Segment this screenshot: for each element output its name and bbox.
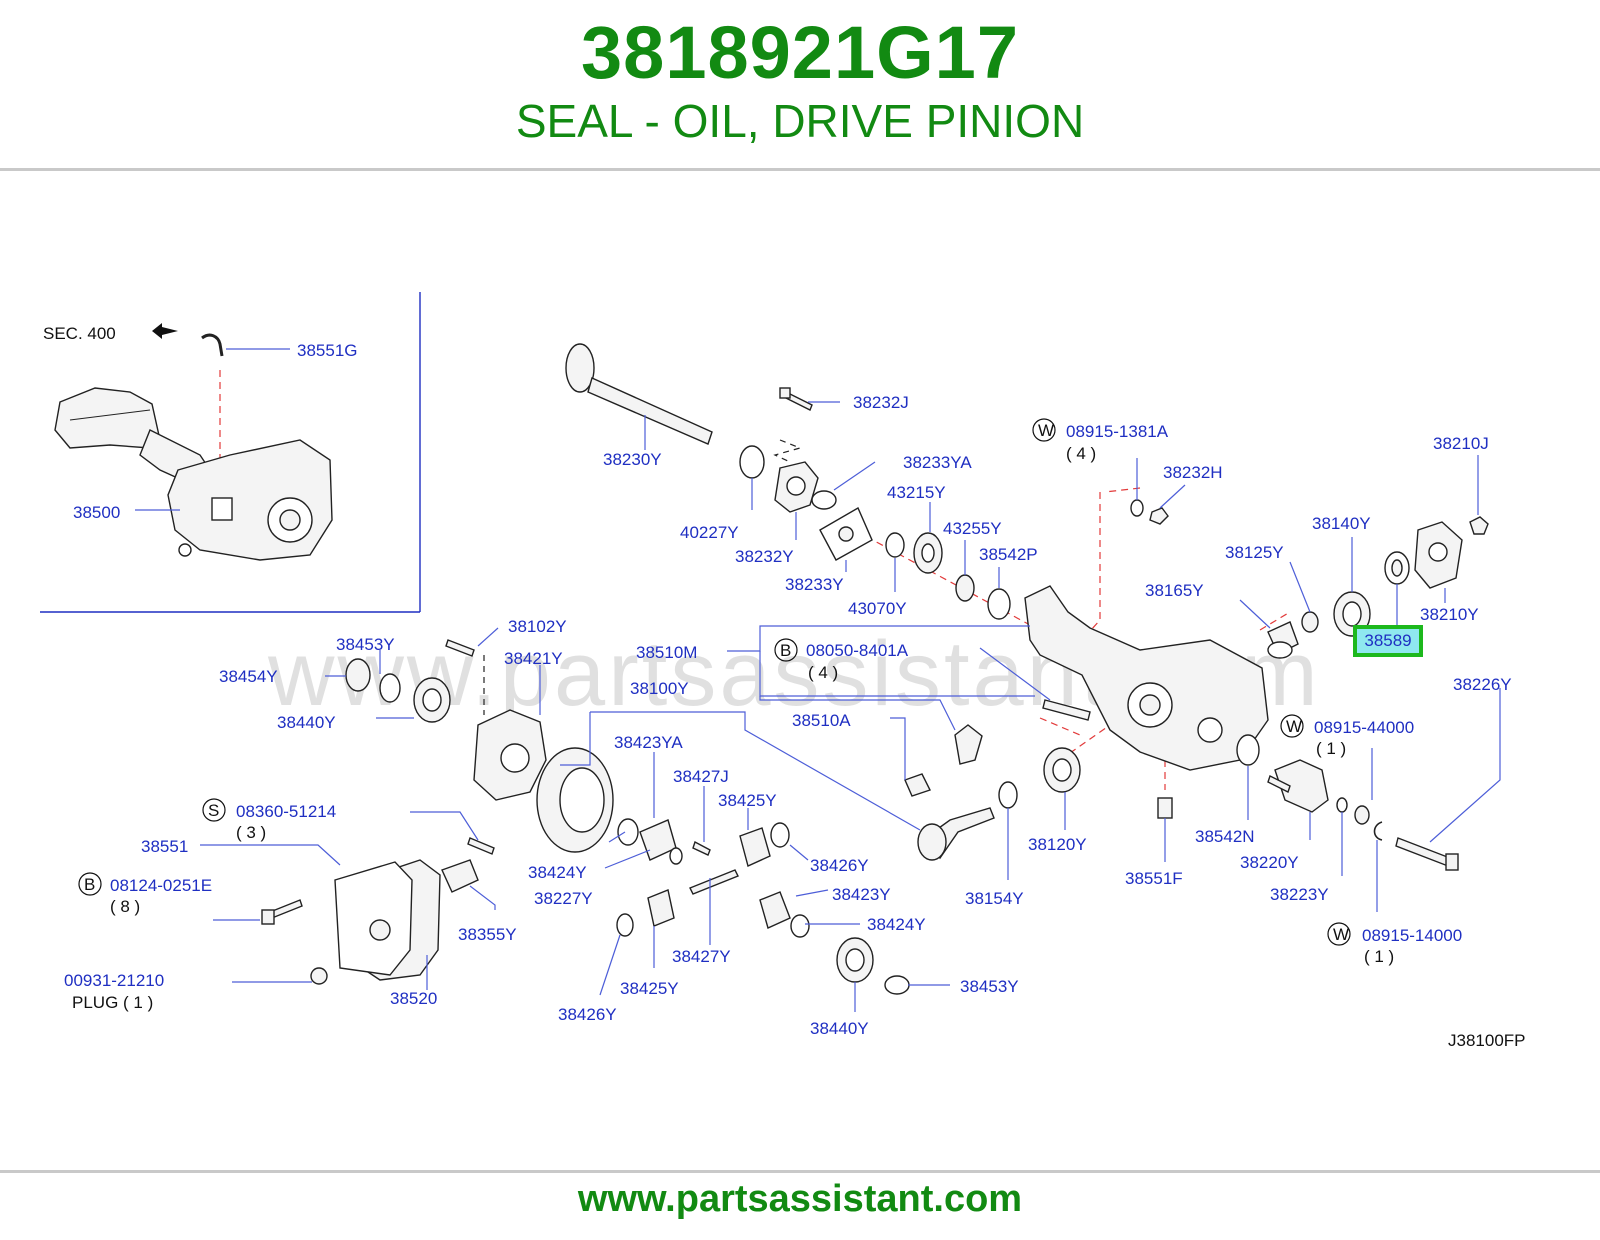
part-label-08915-44000[interactable]: 08915-44000 [1314, 718, 1414, 737]
part-label-38233YA[interactable]: 38233YA [903, 453, 972, 472]
part-label-38102Y[interactable]: 38102Y [508, 617, 567, 636]
part-label-38542P[interactable]: 38542P [979, 545, 1038, 564]
part-label-38210Y[interactable]: 38210Y [1420, 605, 1479, 624]
part-label-38426Y-lower[interactable]: 38426Y [558, 1005, 617, 1024]
leader-lines [200, 401, 1501, 1012]
part-label-38425Y-upper[interactable]: 38425Y [718, 791, 777, 810]
part-label-38440Y-lower[interactable]: 38440Y [810, 1019, 869, 1038]
part-label-38453Y-upper[interactable]: 38453Y [336, 635, 395, 654]
qty-08124-0251E: ( 8 ) [110, 897, 140, 916]
plug-qty-label: PLUG ( 1 ) [72, 993, 153, 1012]
part-label-38427J[interactable]: 38427J [673, 767, 729, 786]
part-label-38210J[interactable]: 38210J [1433, 434, 1489, 453]
badge-w-icon: W [1333, 925, 1349, 944]
part-label-38233Y[interactable]: 38233Y [785, 575, 844, 594]
part-label-38100Y[interactable]: 38100Y [630, 679, 689, 698]
breather-hose-icon [201, 333, 224, 357]
part-label-38551F[interactable]: 38551F [1125, 869, 1183, 888]
badge-b-icon: B [84, 875, 95, 894]
part-label-38425Y-lower[interactable]: 38425Y [620, 979, 679, 998]
badge-s-icon: S [208, 801, 219, 820]
part-label-38232Y[interactable]: 38232Y [735, 547, 794, 566]
part-label-08360-51214[interactable]: 08360-51214 [236, 802, 336, 821]
part-label-43255Y[interactable]: 43255Y [943, 519, 1002, 538]
part-label-38453Y-lower[interactable]: 38453Y [960, 977, 1019, 996]
part-name-subtitle: SEAL - OIL, DRIVE PINION [515, 95, 1085, 147]
part-label-40227Y[interactable]: 40227Y [680, 523, 739, 542]
part-label-38520[interactable]: 38520 [390, 989, 437, 1008]
footer-divider [0, 1170, 1600, 1173]
part-label-08124-0251E[interactable]: 08124-0251E [110, 876, 212, 895]
part-label-38120Y[interactable]: 38120Y [1028, 835, 1087, 854]
part-label-38232J[interactable]: 38232J [853, 393, 909, 412]
part-label-38426Y-upper[interactable]: 38426Y [810, 856, 869, 875]
axle-assembly-inset-icon [54, 387, 333, 561]
site-url-footer[interactable]: www.partsassistant.com [577, 1178, 1023, 1220]
part-label-38427Y[interactable]: 38427Y [672, 947, 731, 966]
part-label-38510A[interactable]: 38510A [792, 711, 851, 730]
part-label-38227Y[interactable]: 38227Y [534, 889, 593, 908]
badge-w-icon: W [1038, 421, 1054, 440]
part-drawings [261, 343, 1489, 995]
part-label-43070Y[interactable]: 43070Y [848, 599, 907, 618]
part-label-38500[interactable]: 38500 [73, 503, 120, 522]
part-label-38220Y[interactable]: 38220Y [1240, 853, 1299, 872]
part-label-38230Y[interactable]: 38230Y [603, 450, 662, 469]
part-labels: 38230Y 38232J 38233YA 40227Y 38232Y 4321… [64, 393, 1526, 1050]
part-label-38424Y-upper[interactable]: 38424Y [528, 863, 587, 882]
diagram-code: J38100FP [1448, 1031, 1526, 1050]
qty-08360-51214: ( 3 ) [236, 823, 266, 842]
arrow-icon [152, 323, 178, 339]
part-label-38421Y[interactable]: 38421Y [504, 649, 563, 668]
qty-08915-14000: ( 1 ) [1364, 947, 1394, 966]
badge-b-icon: B [780, 641, 791, 660]
part-label-38125Y[interactable]: 38125Y [1225, 543, 1284, 562]
part-number-title: 3818921G17 [581, 11, 1019, 94]
part-label-38226Y[interactable]: 38226Y [1453, 675, 1512, 694]
sec-400-label: SEC. 400 [43, 324, 116, 343]
header-divider [0, 168, 1600, 171]
part-label-43215Y[interactable]: 43215Y [887, 483, 946, 502]
qty-08915-44000: ( 1 ) [1316, 739, 1346, 758]
part-label-38140Y[interactable]: 38140Y [1312, 514, 1371, 533]
part-label-38424Y-lower[interactable]: 38424Y [867, 915, 926, 934]
part-label-38223Y[interactable]: 38223Y [1270, 885, 1329, 904]
highlighted-part-38589[interactable]: 38589 [1353, 625, 1423, 657]
qty-08050-8401A: ( 4 ) [808, 663, 838, 682]
inset-panel: SEC. 400 38551G 38500 [40, 292, 421, 613]
part-label-38440Y-upper[interactable]: 38440Y [277, 713, 336, 732]
badge-w-icon: W [1286, 717, 1302, 736]
part-label-38551G[interactable]: 38551G [297, 341, 358, 360]
part-label-08915-1381A[interactable]: 08915-1381A [1066, 422, 1169, 441]
part-label-08915-14000[interactable]: 08915-14000 [1362, 926, 1462, 945]
part-label-38454Y[interactable]: 38454Y [219, 667, 278, 686]
part-label-38542N[interactable]: 38542N [1195, 827, 1255, 846]
part-label-38510M[interactable]: 38510M [636, 643, 697, 662]
part-label-38423Y[interactable]: 38423Y [832, 885, 891, 904]
qty-08915-1381A: ( 4 ) [1066, 444, 1096, 463]
part-label-38232H[interactable]: 38232H [1163, 463, 1223, 482]
part-label-00931-21210[interactable]: 00931-21210 [64, 971, 164, 990]
part-label-38423YA[interactable]: 38423YA [614, 733, 683, 752]
part-label-38551[interactable]: 38551 [141, 837, 188, 856]
part-label-38165Y[interactable]: 38165Y [1145, 581, 1204, 600]
part-label-08050-8401A[interactable]: 08050-8401A [806, 641, 909, 660]
part-label-38355Y[interactable]: 38355Y [458, 925, 517, 944]
part-label-38154Y[interactable]: 38154Y [965, 889, 1024, 908]
